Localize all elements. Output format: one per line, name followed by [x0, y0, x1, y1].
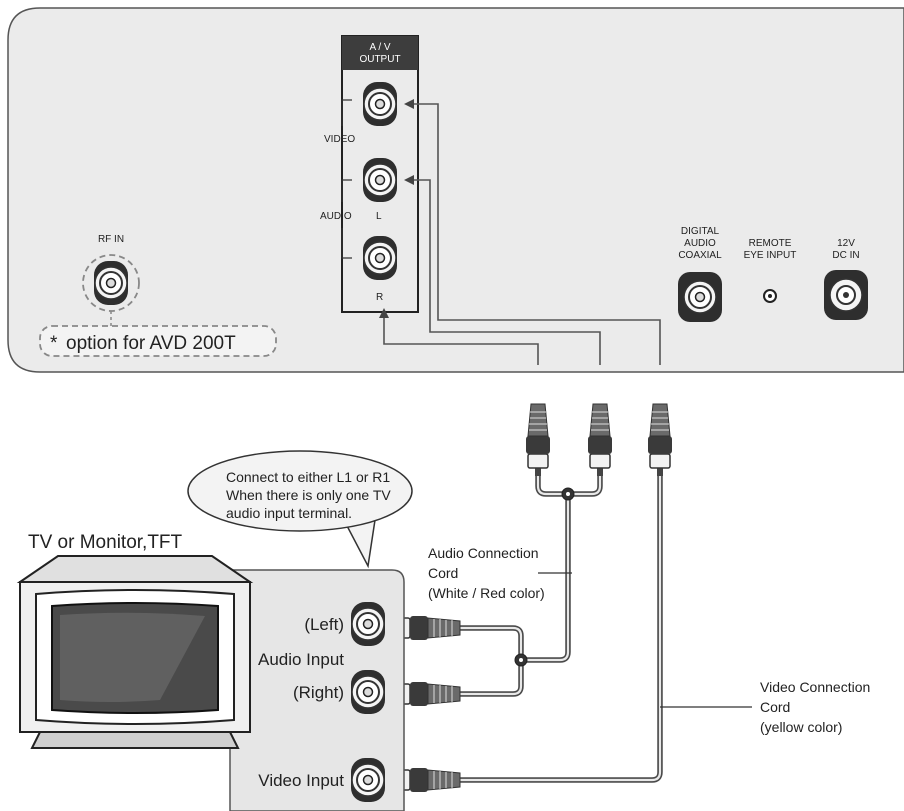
audio-cable-main — [518, 491, 571, 663]
tv-audio-left-jack[interactable] — [350, 601, 386, 647]
audio-right-plug[interactable] — [587, 403, 613, 477]
audio-left-plug[interactable] — [525, 403, 551, 477]
video-cord-label-3: (yellow color) — [760, 719, 842, 735]
video-plug[interactable] — [647, 403, 673, 477]
right-label: R — [376, 292, 383, 303]
tv-right-input-label: (Right) — [293, 683, 344, 702]
tv-set — [16, 555, 254, 749]
rf-in-label: RF IN — [98, 234, 124, 245]
audio-bracket — [341, 179, 352, 259]
speech-bubble-line1: Connect to either L1 or R1 — [226, 469, 390, 485]
speech-bubble-line2: When there is only one TV — [226, 487, 391, 503]
av-output-header-line1: A / V — [369, 42, 390, 53]
tv-audio-input-label: Audio Input — [258, 650, 344, 669]
audio-cord-label-3: (White / Red color) — [428, 585, 545, 601]
signal-arrowheads — [379, 99, 414, 318]
video-out-jack[interactable] — [362, 81, 398, 127]
tv-audio-right-jack[interactable] — [350, 669, 386, 715]
tv-video-jack[interactable] — [350, 757, 386, 803]
video-bracket — [341, 99, 352, 126]
dc-in-label-2: DC IN — [832, 250, 859, 261]
device-back-panel — [7, 7, 904, 373]
video-cord-label-1: Video Connection — [760, 679, 870, 695]
audio-cord-label-1: Audio Connection — [428, 545, 539, 561]
remote-eye-label-1: REMOTE — [749, 238, 792, 249]
option-note-box — [39, 325, 277, 357]
option-note-text: option for AVD 200T — [66, 333, 236, 354]
tv-video-input-label: Video Input — [258, 771, 344, 790]
audio-cable-cores — [432, 426, 602, 696]
av-output-header-line2: OUTPUT — [359, 54, 400, 65]
signal-arrow-lines — [383, 103, 661, 365]
remote-eye-jack-center — [768, 294, 772, 298]
digital-audio-jack[interactable] — [679, 276, 721, 318]
video-cable — [431, 425, 663, 783]
left-label: L — [376, 211, 382, 222]
digital-audio-label-2: AUDIO — [684, 238, 716, 249]
remote-eye-label-2: EYE INPUT — [744, 250, 797, 261]
video-cord-label-2: Cord — [760, 699, 790, 715]
audio-label: AUDIO — [320, 211, 352, 222]
audio-cable-splitter-bottom-center — [519, 658, 523, 662]
audio-left-out-jack[interactable] — [362, 157, 398, 203]
digital-audio-label-1: DIGITAL — [681, 226, 720, 237]
video-label: VIDEO — [324, 134, 355, 145]
speech-bubble — [187, 450, 413, 532]
audio-cord-label-2: Cord — [428, 565, 458, 581]
video-cable-core — [432, 426, 662, 782]
rf-in-jack[interactable] — [93, 260, 129, 306]
speech-bubble-line3: audio input terminal. — [226, 505, 352, 521]
audio-cable-splitter-top-center — [566, 492, 570, 496]
dc-in-label-1: 12V — [837, 238, 855, 249]
audio-right-out-jack[interactable] — [362, 235, 398, 281]
digital-audio-label-3: COAXIAL — [678, 250, 722, 261]
av-output-header — [342, 36, 418, 70]
tv-title: TV or Monitor,TFT — [28, 532, 183, 553]
tv-left-input-label: (Left) — [304, 615, 344, 634]
option-note-asterisk: * — [50, 333, 58, 354]
dc-in-jack-pin — [843, 292, 849, 298]
